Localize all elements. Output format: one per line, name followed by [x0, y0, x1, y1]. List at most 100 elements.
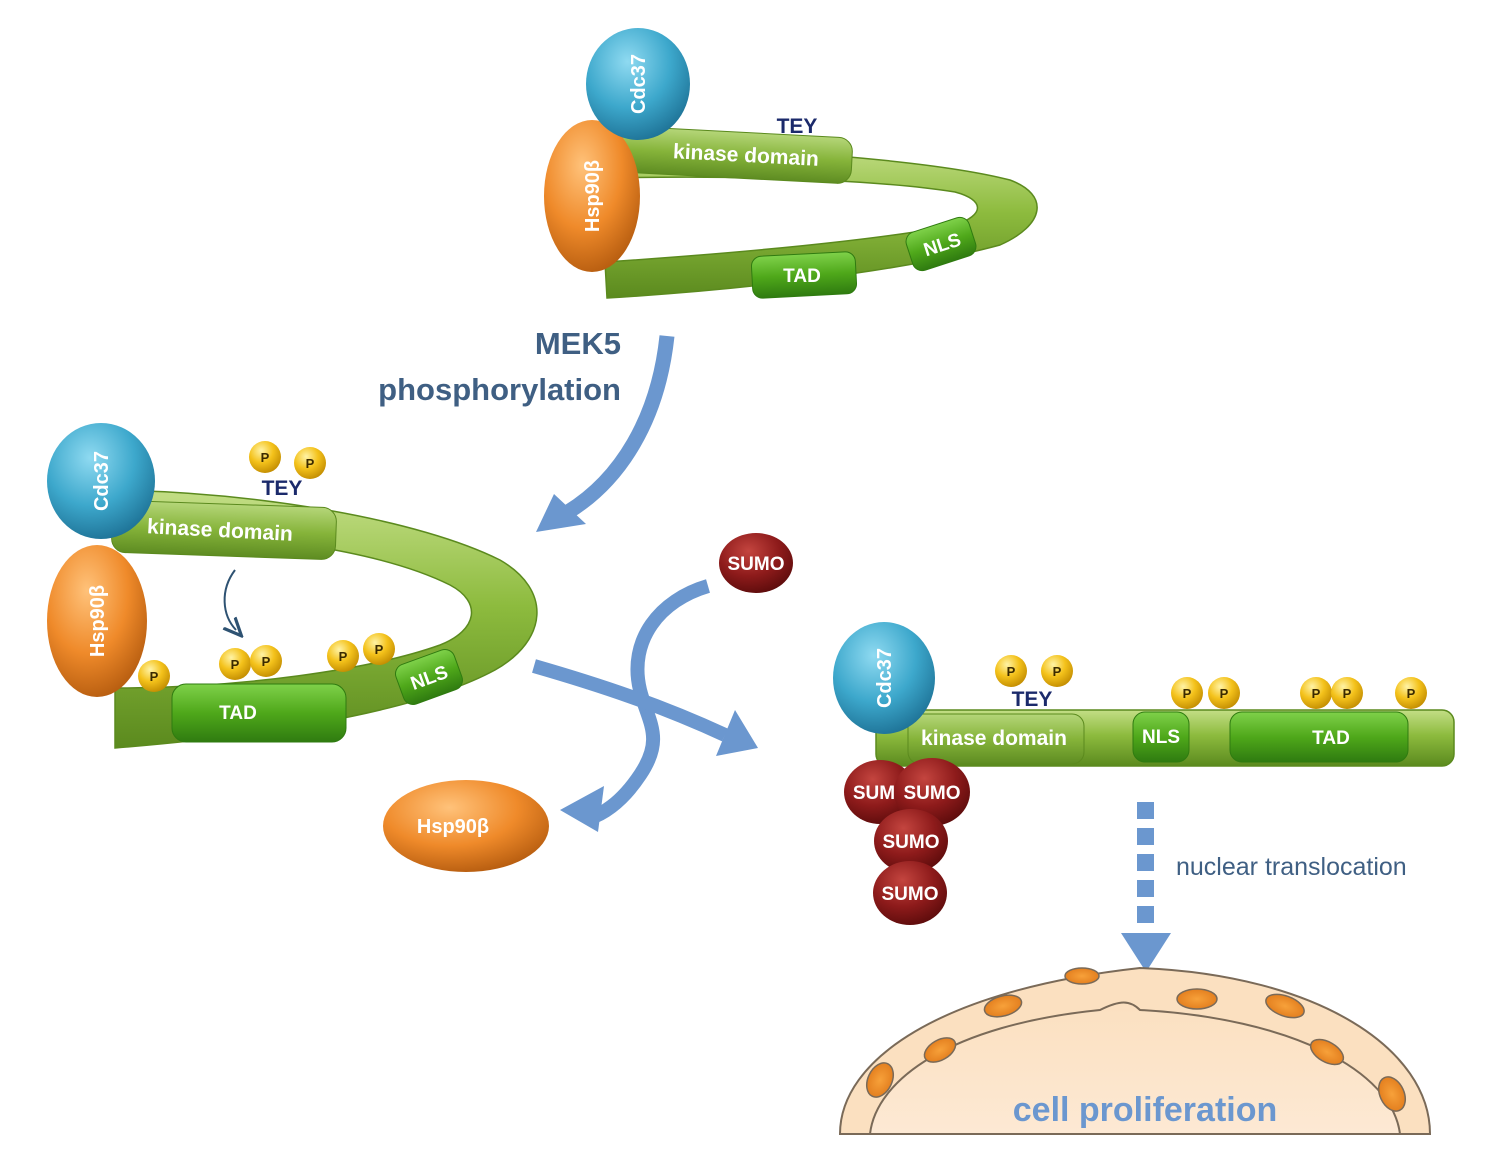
phospho-site: [1300, 677, 1332, 709]
nuclear-pore: [923, 1037, 957, 1063]
hsp90-released: [383, 780, 549, 872]
nuclear-pore: [1064, 967, 1100, 985]
sumo-label: SUMO: [728, 554, 785, 575]
nuclear-pore: [1377, 1076, 1407, 1112]
active-complex: kinase domain NLS TAD TEY P P P P P P P …: [833, 622, 1455, 925]
phospho-label: P: [1183, 686, 1192, 701]
phospho-label: P: [1007, 664, 1016, 679]
phospho-site: [219, 648, 251, 680]
sumo-label: SUMO: [904, 783, 961, 804]
translocation-dash: [1137, 880, 1154, 897]
nuclear-pore: [1265, 993, 1305, 1019]
phospho-site: [138, 660, 170, 692]
phosphorylated-complex: kinase domain TEY P P TAD NLS P P P P P …: [47, 423, 538, 749]
phospho-site: [363, 633, 395, 665]
phospho-site: [327, 640, 359, 672]
sumo-protein: [719, 533, 793, 593]
phospho-label: P: [375, 642, 384, 657]
nls-label: NLS: [1142, 727, 1180, 748]
phospho-label: P: [1312, 686, 1321, 701]
phosphorylation-arrowhead: [536, 494, 586, 532]
phospho-label: P: [306, 456, 315, 471]
cdc37-protein: [833, 622, 935, 734]
nls-domain: [1132, 711, 1190, 763]
hsp90-label: Hsp90β: [417, 816, 489, 838]
phospho-label: P: [150, 669, 159, 684]
tey-motif-label: TEY: [1012, 688, 1053, 711]
nls-domain: [905, 216, 977, 272]
phospho-label: P: [1053, 664, 1062, 679]
cdc37-protein: [586, 28, 690, 140]
sumo-label: SUM: [853, 783, 895, 804]
kinase-domain: [907, 713, 1085, 765]
tad-label: TAD: [219, 703, 257, 724]
phospho-label: P: [261, 450, 270, 465]
tad-label: TAD: [1312, 728, 1350, 749]
nuclear-translocation-label: nuclear translocation: [1176, 853, 1407, 881]
nuclear-pore: [1176, 988, 1218, 1010]
phospho-label: P: [262, 654, 271, 669]
phospho-site: [249, 441, 281, 473]
sumo-label: SUMO: [882, 884, 939, 905]
nuclear-pore: [1309, 1038, 1345, 1066]
translocation-arrowhead: [1121, 933, 1171, 972]
phospho-site: [1171, 677, 1203, 709]
phospho-site: [1395, 677, 1427, 709]
hsp90-release-arrowhead: [560, 786, 604, 832]
hsp90-label: Hsp90β: [87, 585, 109, 657]
phospho-site: [995, 655, 1027, 687]
phospho-label: P: [1343, 686, 1352, 701]
phospho-label: P: [1407, 686, 1416, 701]
phospho-label: P: [231, 657, 240, 672]
translocation-dash: [1137, 906, 1154, 923]
phospho-label: P: [1220, 686, 1229, 701]
translocation-dash: [1137, 802, 1154, 819]
phospho-site: [1208, 677, 1240, 709]
inactive-complex: kinase domain TEY TAD NLS Hsp90β Cdc37: [544, 28, 1038, 299]
sumo-protein: [873, 861, 947, 925]
phospho-site: [1041, 655, 1073, 687]
cdc37-label: Cdc37: [91, 451, 113, 511]
phosphorylation-arrow: [564, 335, 675, 519]
sumo-protein: [894, 758, 970, 826]
cdc37-label: Cdc37: [628, 54, 650, 114]
nuclear-envelope-inner: [868, 1001, 1402, 1135]
sumo-binding-arrow: [587, 579, 711, 825]
nuclear-translocation: nuclear translocation: [1121, 802, 1407, 972]
mek5-label: MEK5: [535, 326, 621, 361]
activation-arrow: [532, 659, 728, 742]
tad-domain: [1229, 711, 1409, 763]
translocation-dash: [1137, 854, 1154, 871]
cell-proliferation-label: cell proliferation: [1013, 1091, 1278, 1129]
tad-label: TAD: [783, 266, 821, 287]
mek5-step: MEK5 phosphorylation: [378, 326, 675, 532]
cdc37-label: Cdc37: [874, 648, 896, 708]
sumoylation-step: SUMO Hsp90β: [383, 533, 793, 872]
tey-motif-label: TEY: [777, 115, 818, 138]
tad-domain: [750, 251, 858, 299]
nuclear-pore: [865, 1062, 895, 1098]
activation-arrowhead: [716, 710, 758, 756]
autophosphorylation-arrow: [225, 569, 236, 630]
tad-domain: [171, 683, 347, 743]
cdc37-protein: [47, 423, 155, 539]
translocation-dash: [1137, 828, 1154, 845]
kinase-domain-label: kinase domain: [921, 727, 1067, 750]
phosphorylation-label: phosphorylation: [378, 372, 621, 407]
sumo-protein: [844, 760, 916, 824]
phospho-site: [250, 645, 282, 677]
nuclear-pores: [865, 967, 1407, 1112]
hsp90-protein: [47, 545, 147, 697]
nucleus: cell proliferation: [838, 966, 1432, 1135]
sumo-label: SUMO: [883, 832, 940, 853]
hsp90-protein: [544, 120, 640, 272]
nls-domain: [395, 648, 463, 706]
tey-motif-label: TEY: [262, 477, 303, 500]
nuclear-pore: [983, 994, 1023, 1018]
phospho-label: P: [339, 649, 348, 664]
phospho-site: [1331, 677, 1363, 709]
hsp90-label: Hsp90β: [582, 160, 604, 232]
sumo-protein: [874, 809, 948, 873]
